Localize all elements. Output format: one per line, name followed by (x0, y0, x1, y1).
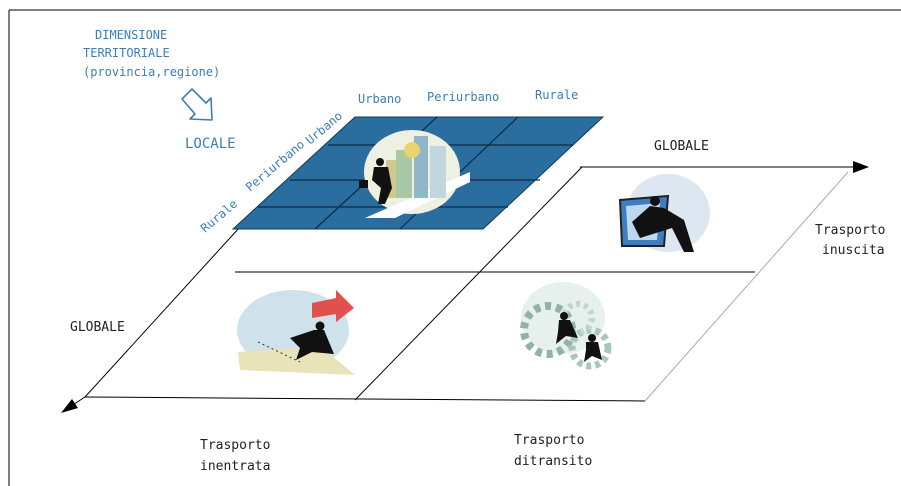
locale-label: LOCALE (185, 136, 236, 152)
transport-transit-line1: Trasporto (514, 433, 584, 448)
transport-in-line2: inentrata (200, 459, 270, 474)
jumping-businessman-icon (618, 174, 710, 252)
global-axis-left-label: GLOBALE (70, 320, 125, 335)
grid-column-rurale: Rurale (535, 88, 578, 102)
gears-businessmen-icon (520, 282, 612, 370)
frame (8, 9, 901, 486)
city-businessman-icon (359, 130, 470, 218)
global-axis-right-label: GLOBALE (654, 139, 709, 154)
transport-out-line2: inuscita (822, 243, 885, 258)
running-businessman-arrow-icon (237, 290, 355, 375)
transport-out-line1: Trasporto (815, 223, 885, 238)
transport-transit-line2: ditransito (514, 454, 592, 469)
grid-column-periurbano: Periurbano (427, 90, 499, 104)
right-edge-line (644, 171, 849, 402)
grid-row-rurale: Rurale (198, 197, 240, 236)
transport-in-line1: Trasporto (200, 438, 270, 453)
global-axis-right-arrow (853, 161, 869, 173)
dimension-label-line1: DIMENSIONE (95, 28, 167, 42)
hollow-down-right-arrow-icon (181, 88, 213, 121)
dimension-label-line2: TERRITORIALE (83, 46, 170, 60)
grid-column-urbano: Urbano (358, 92, 401, 106)
perspective-plane (84, 166, 855, 402)
dimension-label-line3: (provincia,regione) (83, 65, 220, 79)
global-axis-left-arrow (61, 396, 86, 413)
